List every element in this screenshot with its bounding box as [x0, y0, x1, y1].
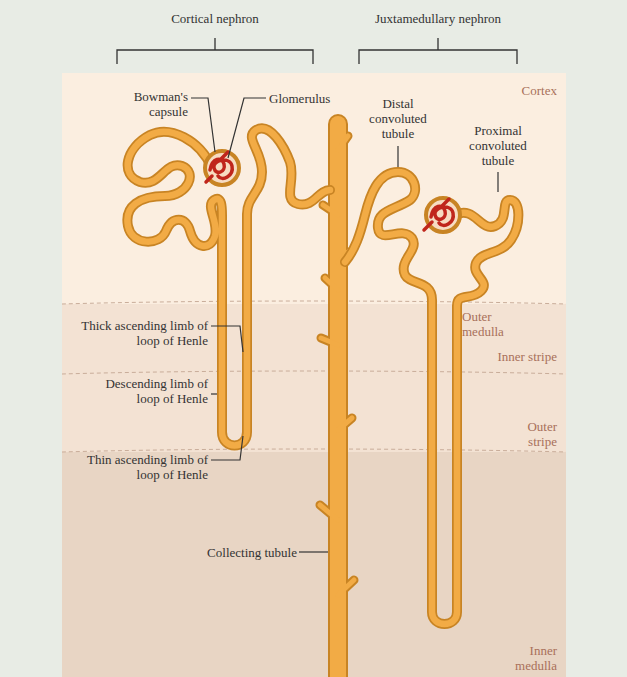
zone-label: Inner medulla — [492, 643, 557, 673]
part-label: Glomerulus — [269, 91, 359, 106]
group-brackets — [117, 38, 517, 64]
part-label: Thin ascending limb of loop of Henle — [84, 452, 208, 482]
outer-medulla-zone — [62, 304, 566, 452]
zone-label: Outer medulla — [462, 309, 528, 339]
part-label: Collecting tubule — [175, 545, 297, 560]
part-label: Bowman's capsule — [110, 89, 188, 119]
part-label: Distal convoluted tubule — [358, 96, 438, 141]
part-label: Proximal convoluted tubule — [456, 123, 540, 168]
group-title: Cortical nephron — [135, 11, 295, 26]
zone-borders — [62, 301, 566, 452]
part-label: Descending limb of loop of Henle — [100, 376, 208, 406]
group-title: Juxtamedullary nephron — [358, 11, 518, 26]
collecting-tubule — [320, 124, 354, 677]
zone-label: Cortex — [495, 83, 557, 98]
inner-medulla-zone — [62, 452, 566, 677]
cortex-zone — [62, 73, 566, 304]
zone-label: Inner stripe — [497, 349, 557, 364]
leader-lines — [191, 98, 498, 552]
part-label: Thick ascending limb of loop of Henle — [77, 318, 208, 348]
zone-label: Outer stripe — [497, 419, 557, 449]
glomerulus-cortical — [205, 151, 239, 185]
glomerulus-juxtamedullary — [424, 198, 460, 232]
